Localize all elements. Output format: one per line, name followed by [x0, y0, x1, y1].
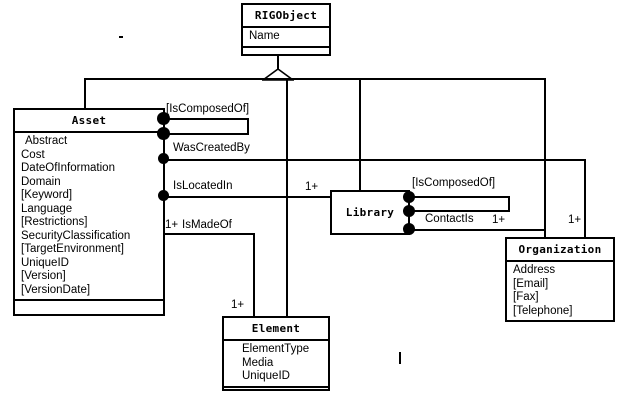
association-wascreatedby-h1[interactable]: [164, 159, 586, 161]
association-wascreatedby-v[interactable]: [584, 159, 586, 238]
attribute-versiondate: [VersionDate]: [21, 283, 91, 296]
association-islocatedin-label: IsLocatedIn: [173, 180, 233, 192]
class-organization-name: Organization: [507, 239, 613, 262]
ink-artifact-tick: [399, 352, 401, 364]
class-element[interactable]: Element ElementType Media UniqueID: [222, 316, 330, 391]
aggregation-diamond-asset-islocatedin: [158, 190, 169, 201]
class-library-name: Library: [345, 206, 395, 219]
attribute-abstract: Abstract: [25, 135, 68, 147]
aggregation-diamond-asset-iscomposedof-bottom: [157, 127, 170, 140]
generalization-leg-library: [359, 78, 361, 191]
multiplicity-ismadeof-target: 1+: [231, 299, 245, 311]
association-ismadeof-h[interactable]: [164, 233, 255, 235]
association-islocatedin-h[interactable]: [164, 196, 331, 198]
attribute-name: Name: [249, 30, 280, 42]
class-rigobject-attributes: Name: [243, 28, 329, 48]
attribute-email: [Email]: [513, 277, 549, 290]
attribute-cost: Cost: [21, 148, 45, 161]
class-rigobject-name: RIGObject: [243, 5, 329, 28]
attribute-dateofinformation: DateOfInformation: [21, 162, 115, 174]
class-element-attributes: ElementType Media UniqueID: [224, 341, 328, 388]
generalization-stem: [277, 55, 279, 69]
generalization-triangle: [260, 68, 296, 81]
aggregation-diamond-library-iscomposedof-top: [403, 191, 415, 203]
multiplicity-islocatedin-target: 1+: [305, 181, 319, 193]
class-element-operations: [224, 388, 328, 390]
attribute-version: [Version]: [21, 270, 66, 282]
class-library[interactable]: Library: [330, 190, 410, 235]
attribute-keyword: [Keyword]: [21, 189, 73, 201]
generalization-leg-asset: [84, 78, 86, 108]
generalization-leg-organization: [544, 78, 546, 238]
class-asset-name: Asset: [15, 110, 163, 133]
attribute-targetenvironment: [TargetEnvironment]: [21, 243, 124, 255]
association-library-iscomposedof-loop[interactable]: [409, 196, 510, 212]
association-asset-iscomposedof-label: [IsComposedOf]: [166, 103, 250, 115]
attribute-domain: Domain: [21, 175, 61, 188]
association-contactis-v[interactable]: [544, 229, 546, 239]
aggregation-diamond-library-iscomposedof-bottom: [403, 205, 415, 217]
association-wascreatedby-label: WasCreatedBy: [173, 142, 250, 154]
multiplicity-wascreatedby-target: 1+: [568, 214, 582, 226]
attribute-restrictions: [Restrictions]: [21, 216, 88, 228]
class-asset-operations: [15, 301, 163, 314]
class-rigobject[interactable]: RIGObject Name: [241, 3, 331, 56]
multiplicity-contactis-target: 1+: [492, 214, 506, 226]
multiplicity-ismadeof-source: 1+: [165, 219, 179, 231]
attribute-telephone: [Telephone]: [513, 304, 573, 317]
attribute-elementtype: ElementType: [242, 343, 310, 355]
association-ismadeof-label: IsMadeOf: [182, 219, 232, 231]
attribute-uniqueid: UniqueID: [242, 370, 290, 382]
association-library-iscomposedof-label: [IsComposedOf]: [412, 177, 496, 189]
aggregation-diamond-asset-iscomposedof-top: [157, 112, 170, 125]
class-asset-attributes: Abstract Cost DateOfInformation Domain […: [15, 133, 163, 301]
attribute-language: Language: [21, 202, 73, 215]
triangle-icon: [260, 68, 296, 81]
attribute-uniqueid: UniqueID: [21, 256, 69, 269]
attribute-media: Media: [242, 356, 274, 369]
aggregation-diamond-asset-wascreatedby: [158, 153, 169, 164]
association-ismadeof-v[interactable]: [253, 233, 255, 317]
class-asset[interactable]: Asset Abstract Cost DateOfInformation Do…: [13, 108, 165, 316]
class-organization[interactable]: Organization Address [Email] [Fax] [Tele…: [505, 237, 615, 322]
class-rigobject-operations: [243, 48, 329, 55]
attribute-fax: [Fax]: [513, 291, 539, 303]
class-element-name: Element: [224, 318, 328, 341]
association-contactis-h[interactable]: [409, 229, 546, 231]
attribute-securityclassification: SecurityClassification: [21, 229, 131, 242]
attribute-address: Address: [513, 264, 556, 276]
association-contactis-label: ContactIs: [425, 213, 474, 225]
class-organization-attributes: Address [Email] [Fax] [Telephone]: [507, 262, 613, 322]
ink-artifact-dot: [119, 36, 123, 38]
aggregation-diamond-library-contactis: [403, 223, 415, 235]
association-asset-iscomposedof-loop[interactable]: [163, 118, 249, 135]
generalization-bar: [84, 78, 546, 80]
